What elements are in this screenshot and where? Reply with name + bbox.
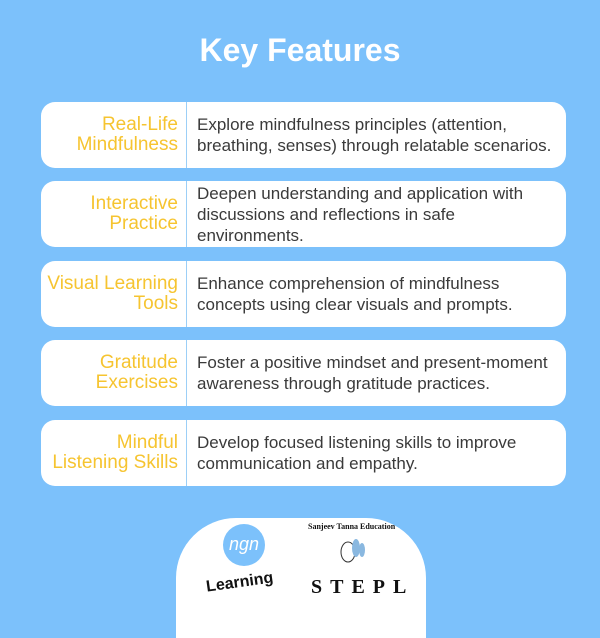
- ngn-logo: ngn: [223, 524, 265, 566]
- feature-desc: Foster a positive mindset and present-mo…: [197, 353, 548, 393]
- stepl-logo-text: STEPL: [311, 576, 415, 598]
- leaf-head-icon: [340, 539, 365, 563]
- feature-desc: Develop focused listening skills to impr…: [197, 433, 517, 473]
- feature-label: Mindful Listening Skills: [41, 420, 187, 486]
- page-title: Key Features: [199, 32, 401, 68]
- feature-label: Real-Life Mindfulness: [41, 102, 187, 168]
- stepl-arc-text: Sanjeev Tanna Education: [308, 522, 396, 531]
- feature-desc: Enhance comprehension of mindfulness con…: [197, 274, 513, 314]
- feature-label: Gratitude Exercises: [41, 340, 187, 406]
- feature-label: Interactive Practice: [41, 181, 187, 247]
- feature-desc: Deepen understanding and application wit…: [197, 183, 524, 245]
- feature-desc: Explore mindfulness principles (attentio…: [197, 115, 552, 155]
- feature-label: Visual Learning Tools: [41, 261, 187, 327]
- learning-logo-text: Learning: [205, 569, 275, 596]
- logo-panel: ngn Learning Sanjeev Tanna Education STE…: [176, 518, 426, 638]
